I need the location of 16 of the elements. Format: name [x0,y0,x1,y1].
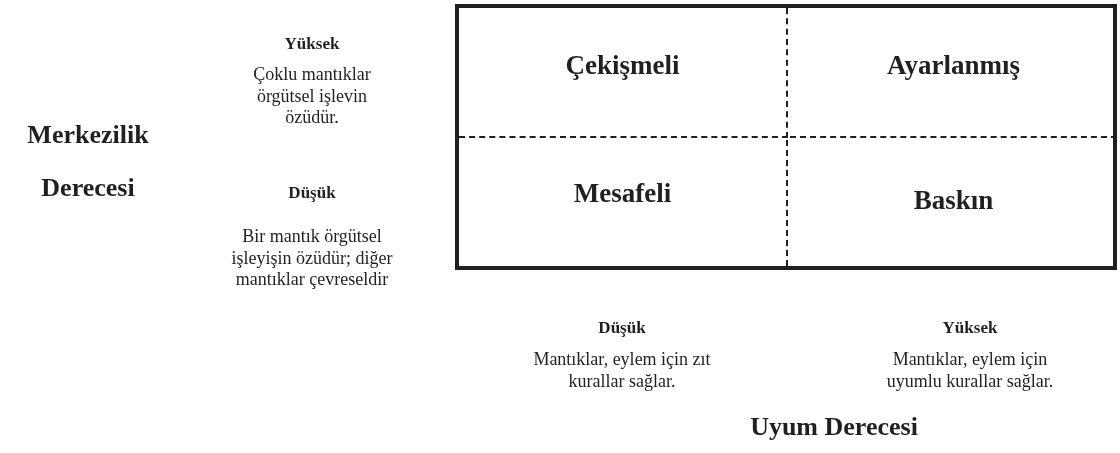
axis-level-label: Yüksek [941,318,999,339]
axis-title: Uyum Derecesi [749,411,919,443]
axis-description: Mantıklar, eylem için uyumlu kurallar sağlar. [885,349,1055,393]
quadrant-title: Mesafeli [572,178,673,209]
quadrant-title: Çekişmeli [564,50,681,81]
axis-description: Çoklu mantıklar örgütsel işlevin özüdür. [252,64,372,129]
quadrant-title: Ayarlanmış [886,50,1021,81]
axis-level-label: Düşük [287,183,337,204]
quadrant-title: Baskın [912,185,995,216]
axis-level-label: Yüksek [283,34,341,55]
axis-level-label: Düşük [597,318,647,339]
axis-description: Mantıklar, eylem için zıt kurallar sağlar. [532,349,712,393]
axis-title: Merkezilik Derecesi [26,119,150,205]
axis-description: Bir mantık örgütsel işleyişin özüdür; diğer mantıklar çevreseldir [230,226,394,291]
matrix-frame [455,4,1117,270]
quadrant-cell [459,8,788,138]
